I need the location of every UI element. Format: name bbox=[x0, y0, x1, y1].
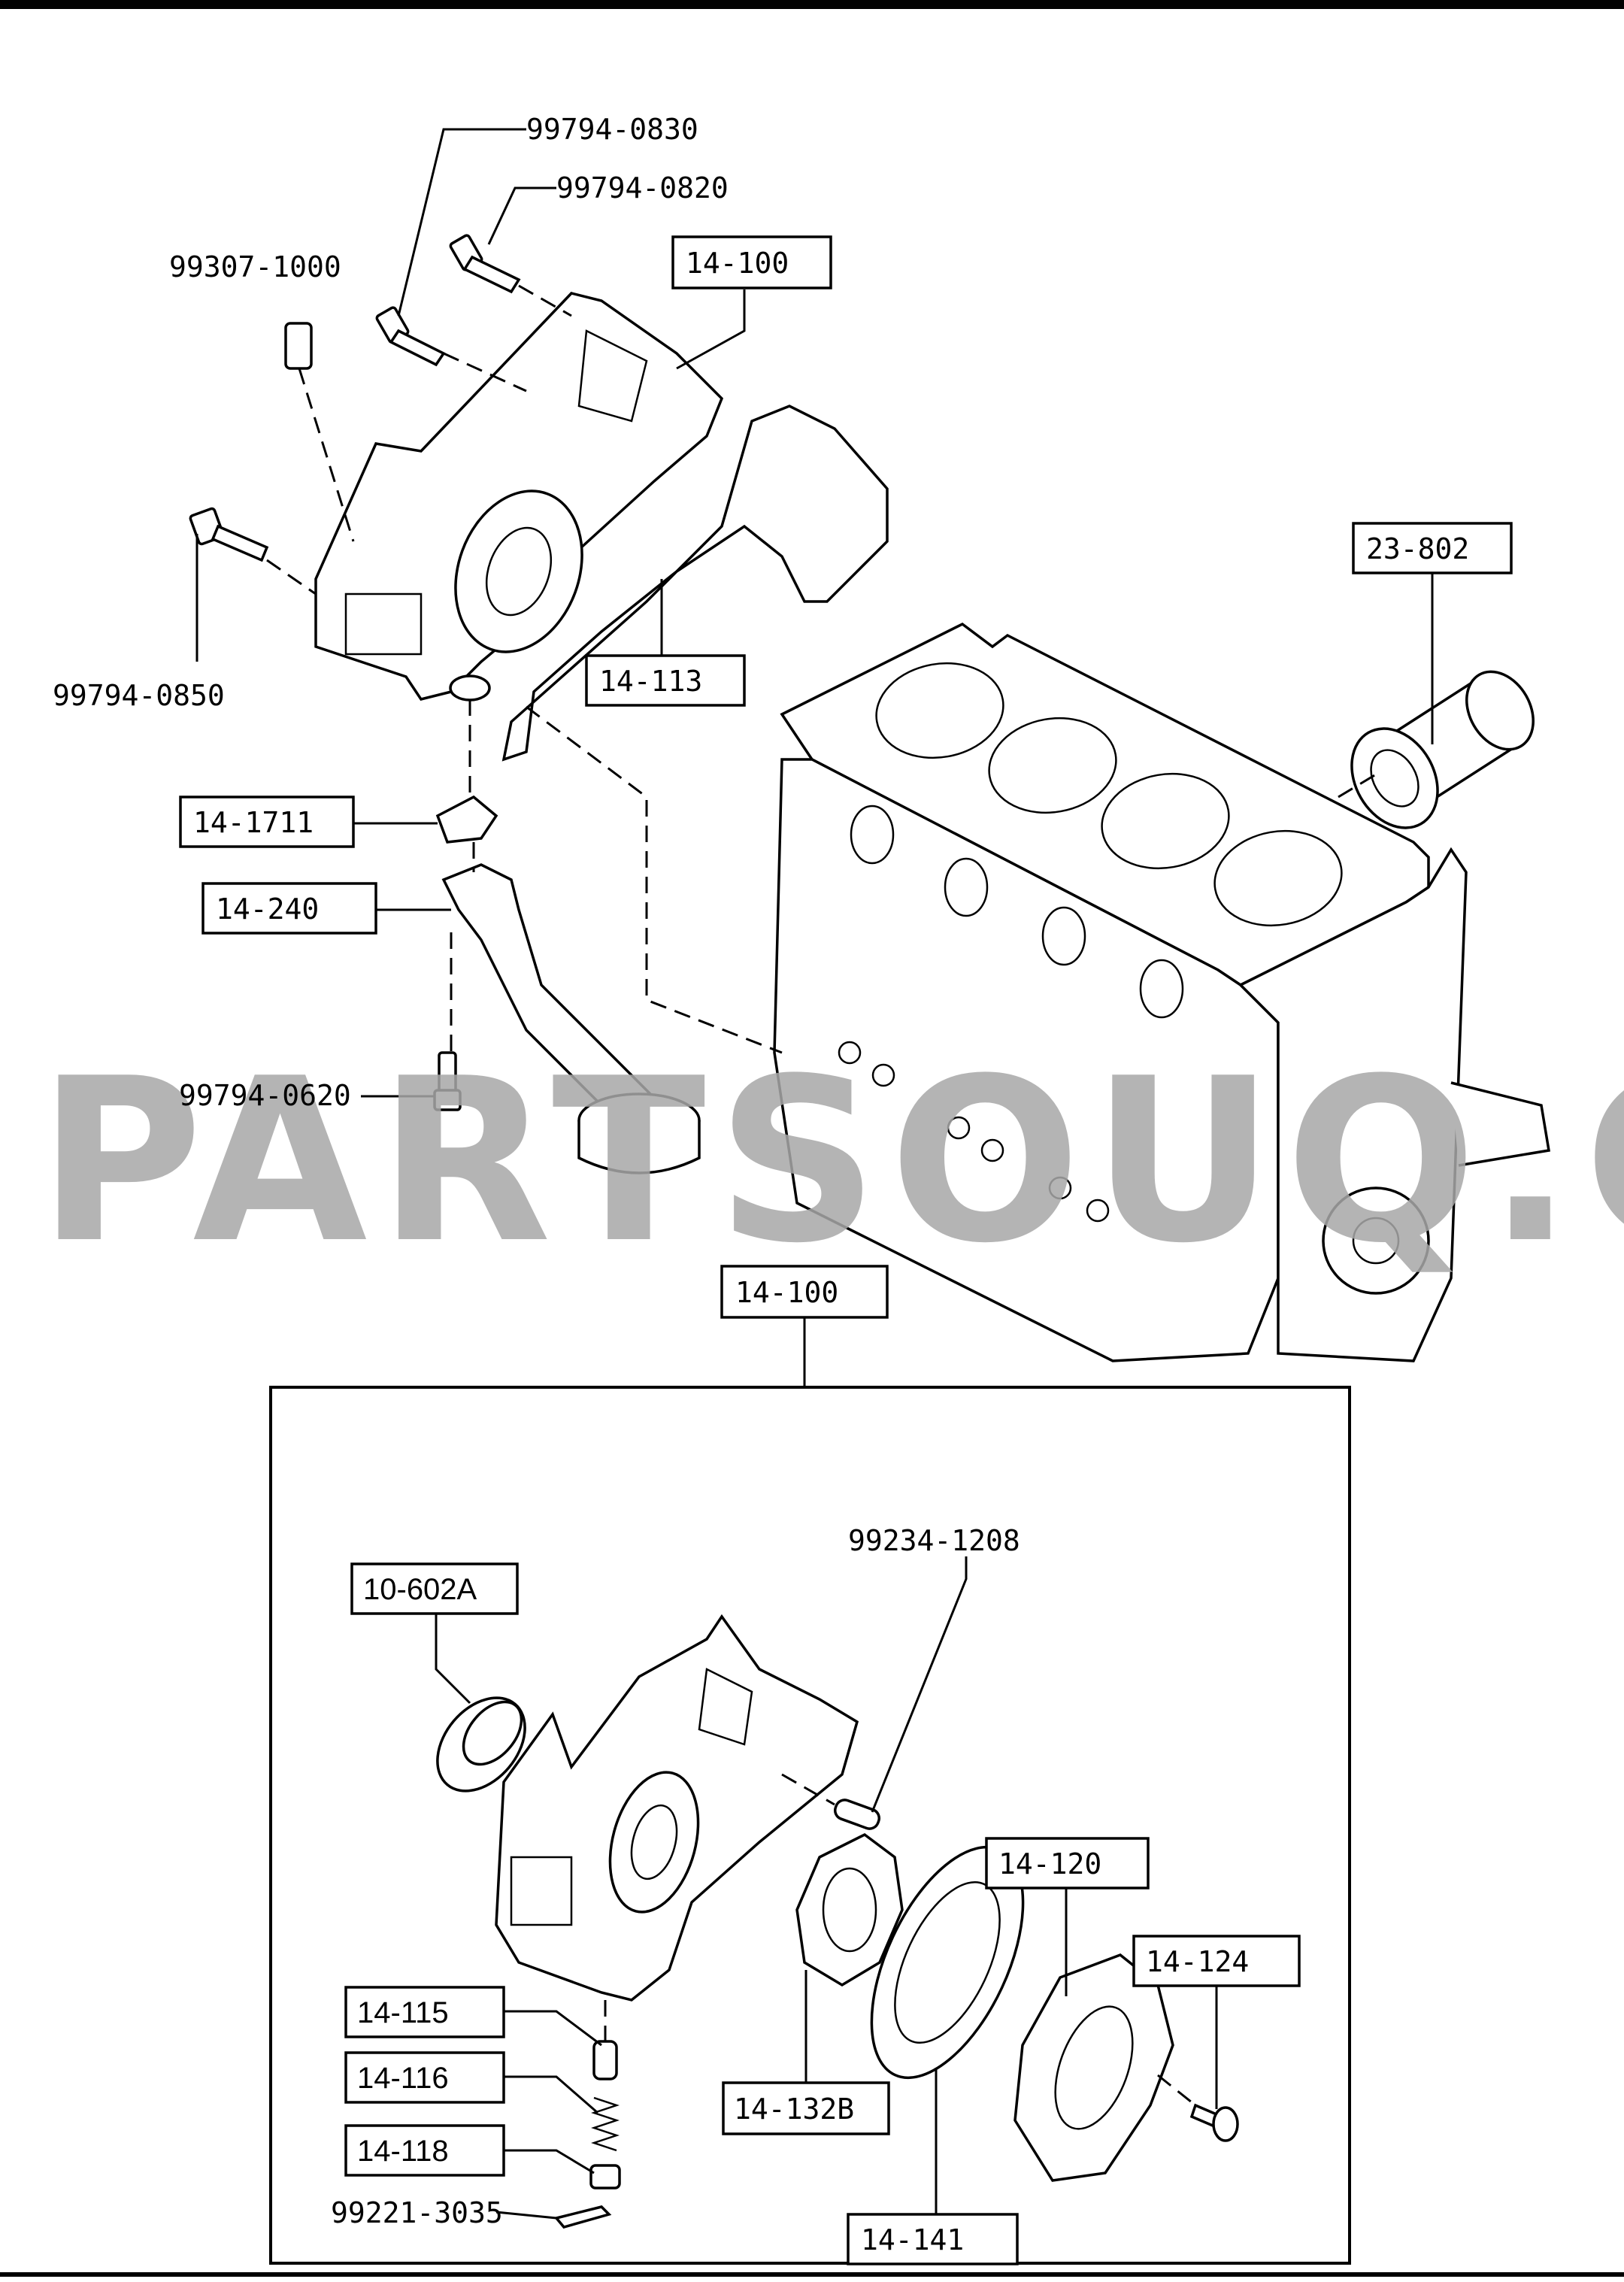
svg-text:99234-1208: 99234-1208 bbox=[848, 1524, 1020, 1557]
svg-text:14-100: 14-100 bbox=[686, 247, 789, 280]
pin-99234-1208-part bbox=[833, 1799, 881, 1830]
plug-14-118-part bbox=[589, 2164, 621, 2190]
svg-text:23-802: 23-802 bbox=[1366, 532, 1469, 565]
pump-cover-part bbox=[1013, 1953, 1174, 2182]
inner-gear-part bbox=[795, 1832, 904, 1987]
callout-99307-1000: 99307-1000 bbox=[169, 250, 341, 283]
callout-23-802: 23-802 bbox=[1352, 522, 1513, 574]
callout-99794-0620: 99794-0620 bbox=[179, 1079, 351, 1112]
bottom-rule bbox=[0, 2272, 1624, 2277]
bolt-99794-0620-part bbox=[433, 1051, 462, 1111]
screw-14-124-part bbox=[1189, 2103, 1239, 2142]
bolt-99794-0830-part bbox=[375, 306, 446, 367]
watermark-text: PARTSOUQ.COM bbox=[38, 1030, 1624, 1293]
callout-14-115: 14-115 bbox=[344, 1986, 505, 2038]
oil-filter-part bbox=[1350, 670, 1535, 829]
bolt-99794-0850-part bbox=[189, 507, 269, 562]
oil-pump-detail-part bbox=[495, 1614, 859, 2002]
oil-strainer-part bbox=[441, 863, 701, 1174]
svg-text:14-113: 14-113 bbox=[599, 665, 702, 698]
detail-frame bbox=[269, 1386, 1351, 2265]
callout-14-113: 14-113 bbox=[585, 654, 746, 707]
svg-text:14-1711: 14-1711 bbox=[193, 806, 314, 839]
callout-14-1711: 14-1711 bbox=[179, 796, 355, 848]
svg-text:14-118: 14-118 bbox=[357, 2135, 449, 2168]
svg-text:14-240: 14-240 bbox=[216, 892, 319, 926]
gasket-14-1711-part bbox=[435, 795, 498, 844]
callout-14-132B: 14-132B bbox=[722, 2081, 890, 2135]
screw-guide bbox=[1157, 2074, 1196, 2107]
assembly-guides-upper bbox=[266, 284, 1377, 1054]
pin-guide bbox=[781, 1773, 835, 1806]
svg-text:99221-3035: 99221-3035 bbox=[331, 2196, 503, 2229]
svg-text:14-100: 14-100 bbox=[735, 1276, 838, 1309]
callout-99234-1208: 99234-1208 bbox=[848, 1524, 1020, 1557]
svg-text:14-116: 14-116 bbox=[357, 2062, 449, 2095]
svg-text:99307-1000: 99307-1000 bbox=[169, 250, 341, 283]
callout-10-602A: 10-602A bbox=[350, 1562, 519, 1615]
pin-99307-1000-part bbox=[284, 322, 313, 370]
svg-text:14-132B: 14-132B bbox=[734, 2093, 854, 2126]
svg-text:14-124: 14-124 bbox=[1146, 1945, 1249, 1978]
oil-seal-part bbox=[436, 1696, 526, 1793]
callout-14-100-detail: 14-100 bbox=[720, 1265, 889, 1319]
engine-block bbox=[773, 622, 1551, 1362]
callout-99794-0830: 99794-0830 bbox=[526, 113, 698, 146]
callout-14-116: 14-116 bbox=[344, 2051, 505, 2104]
svg-text:10-602A: 10-602A bbox=[363, 1573, 477, 1606]
spring-14-116-part bbox=[591, 2096, 620, 2152]
svg-text:99794-0830: 99794-0830 bbox=[526, 113, 698, 146]
callout-14-100-top: 14-100 bbox=[671, 235, 832, 289]
callout-14-141: 14-141 bbox=[847, 2213, 1019, 2265]
svg-text:14-115: 14-115 bbox=[357, 1996, 449, 2029]
callout-99794-0820: 99794-0820 bbox=[556, 171, 729, 205]
svg-text:14-141: 14-141 bbox=[861, 2223, 964, 2256]
svg-text:99794-0850: 99794-0850 bbox=[53, 679, 225, 712]
top-rule bbox=[0, 0, 1624, 9]
callout-99794-0850: 99794-0850 bbox=[53, 679, 225, 712]
cotter-pin-part bbox=[553, 2205, 612, 2229]
plunger-14-115-part bbox=[592, 2040, 618, 2080]
svg-text:99794-0620: 99794-0620 bbox=[179, 1079, 351, 1112]
bolt-99794-0820-part bbox=[449, 234, 521, 294]
svg-text:99794-0820: 99794-0820 bbox=[556, 171, 729, 205]
leader-lines-detail bbox=[435, 1556, 1218, 2220]
callout-14-240: 14-240 bbox=[201, 882, 377, 935]
callout-14-120: 14-120 bbox=[985, 1837, 1150, 1890]
callout-14-124: 14-124 bbox=[1132, 1935, 1301, 1987]
gasket-part bbox=[501, 405, 889, 762]
oil-pump-upper-part bbox=[314, 292, 724, 702]
callout-99221-3035: 99221-3035 bbox=[331, 2196, 503, 2229]
callout-14-118: 14-118 bbox=[344, 2124, 505, 2177]
svg-text:14-120: 14-120 bbox=[998, 1847, 1101, 1880]
